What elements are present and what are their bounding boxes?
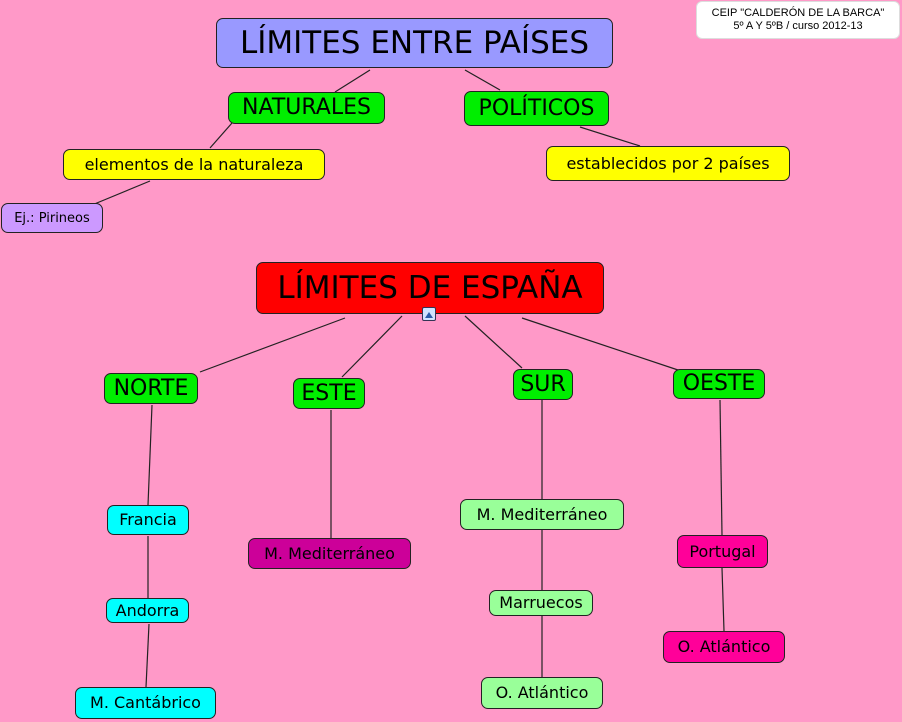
node-este-mar-mediterraneo: M. Mediterráneo — [248, 538, 411, 569]
connector-line — [334, 69, 371, 93]
node-mar-cantabrico: M. Cantábrico — [75, 687, 216, 719]
node-sur-mar-mediterraneo: M. Mediterráneo — [460, 499, 624, 530]
node-elementos-naturaleza: elementos de la naturaleza — [63, 149, 325, 180]
node-francia: Francia — [107, 505, 189, 535]
school-credit: CEIP "CALDERÓN DE LA BARCA" 5º A Y 5ºB /… — [696, 1, 900, 39]
connector-line — [341, 315, 403, 378]
picture-icon[interactable] — [422, 307, 436, 321]
node-norte: NORTE — [104, 373, 198, 404]
connector-line — [719, 399, 723, 536]
node-establecidos-por-2-paises: establecidos por 2 países — [546, 146, 790, 181]
node-este: ESTE — [293, 378, 365, 409]
connector-line — [199, 317, 346, 373]
connector-line — [91, 180, 151, 206]
connector-line — [579, 126, 641, 147]
credit-course: 5º A Y 5ºB / curso 2012-13 — [733, 20, 863, 32]
connector-line — [464, 69, 501, 91]
node-oeste-oceano-atlantico: O. Atlántico — [663, 631, 785, 663]
connector-line — [464, 315, 523, 369]
connector-line — [147, 404, 153, 506]
node-sur-oceano-atlantico: O. Atlántico — [481, 677, 603, 709]
connector-line — [209, 122, 233, 149]
connector-line — [721, 567, 725, 632]
node-marruecos: Marruecos — [489, 590, 593, 616]
node-portugal: Portugal — [677, 535, 768, 568]
node-limites-entre-paises: LÍMITES ENTRE PAÍSES — [216, 18, 613, 68]
node-naturales: NATURALES — [228, 92, 385, 124]
connector-line — [521, 317, 679, 371]
node-sur: SUR — [513, 369, 573, 400]
node-andorra: Andorra — [106, 598, 189, 623]
connector-line — [145, 623, 150, 688]
node-ejemplo-pirineos: Ej.: Pirineos — [1, 203, 103, 233]
credit-school: CEIP "CALDERÓN DE LA BARCA" — [711, 6, 885, 19]
node-oeste: OESTE — [673, 369, 765, 399]
node-politicos: POLÍTICOS — [464, 91, 609, 126]
